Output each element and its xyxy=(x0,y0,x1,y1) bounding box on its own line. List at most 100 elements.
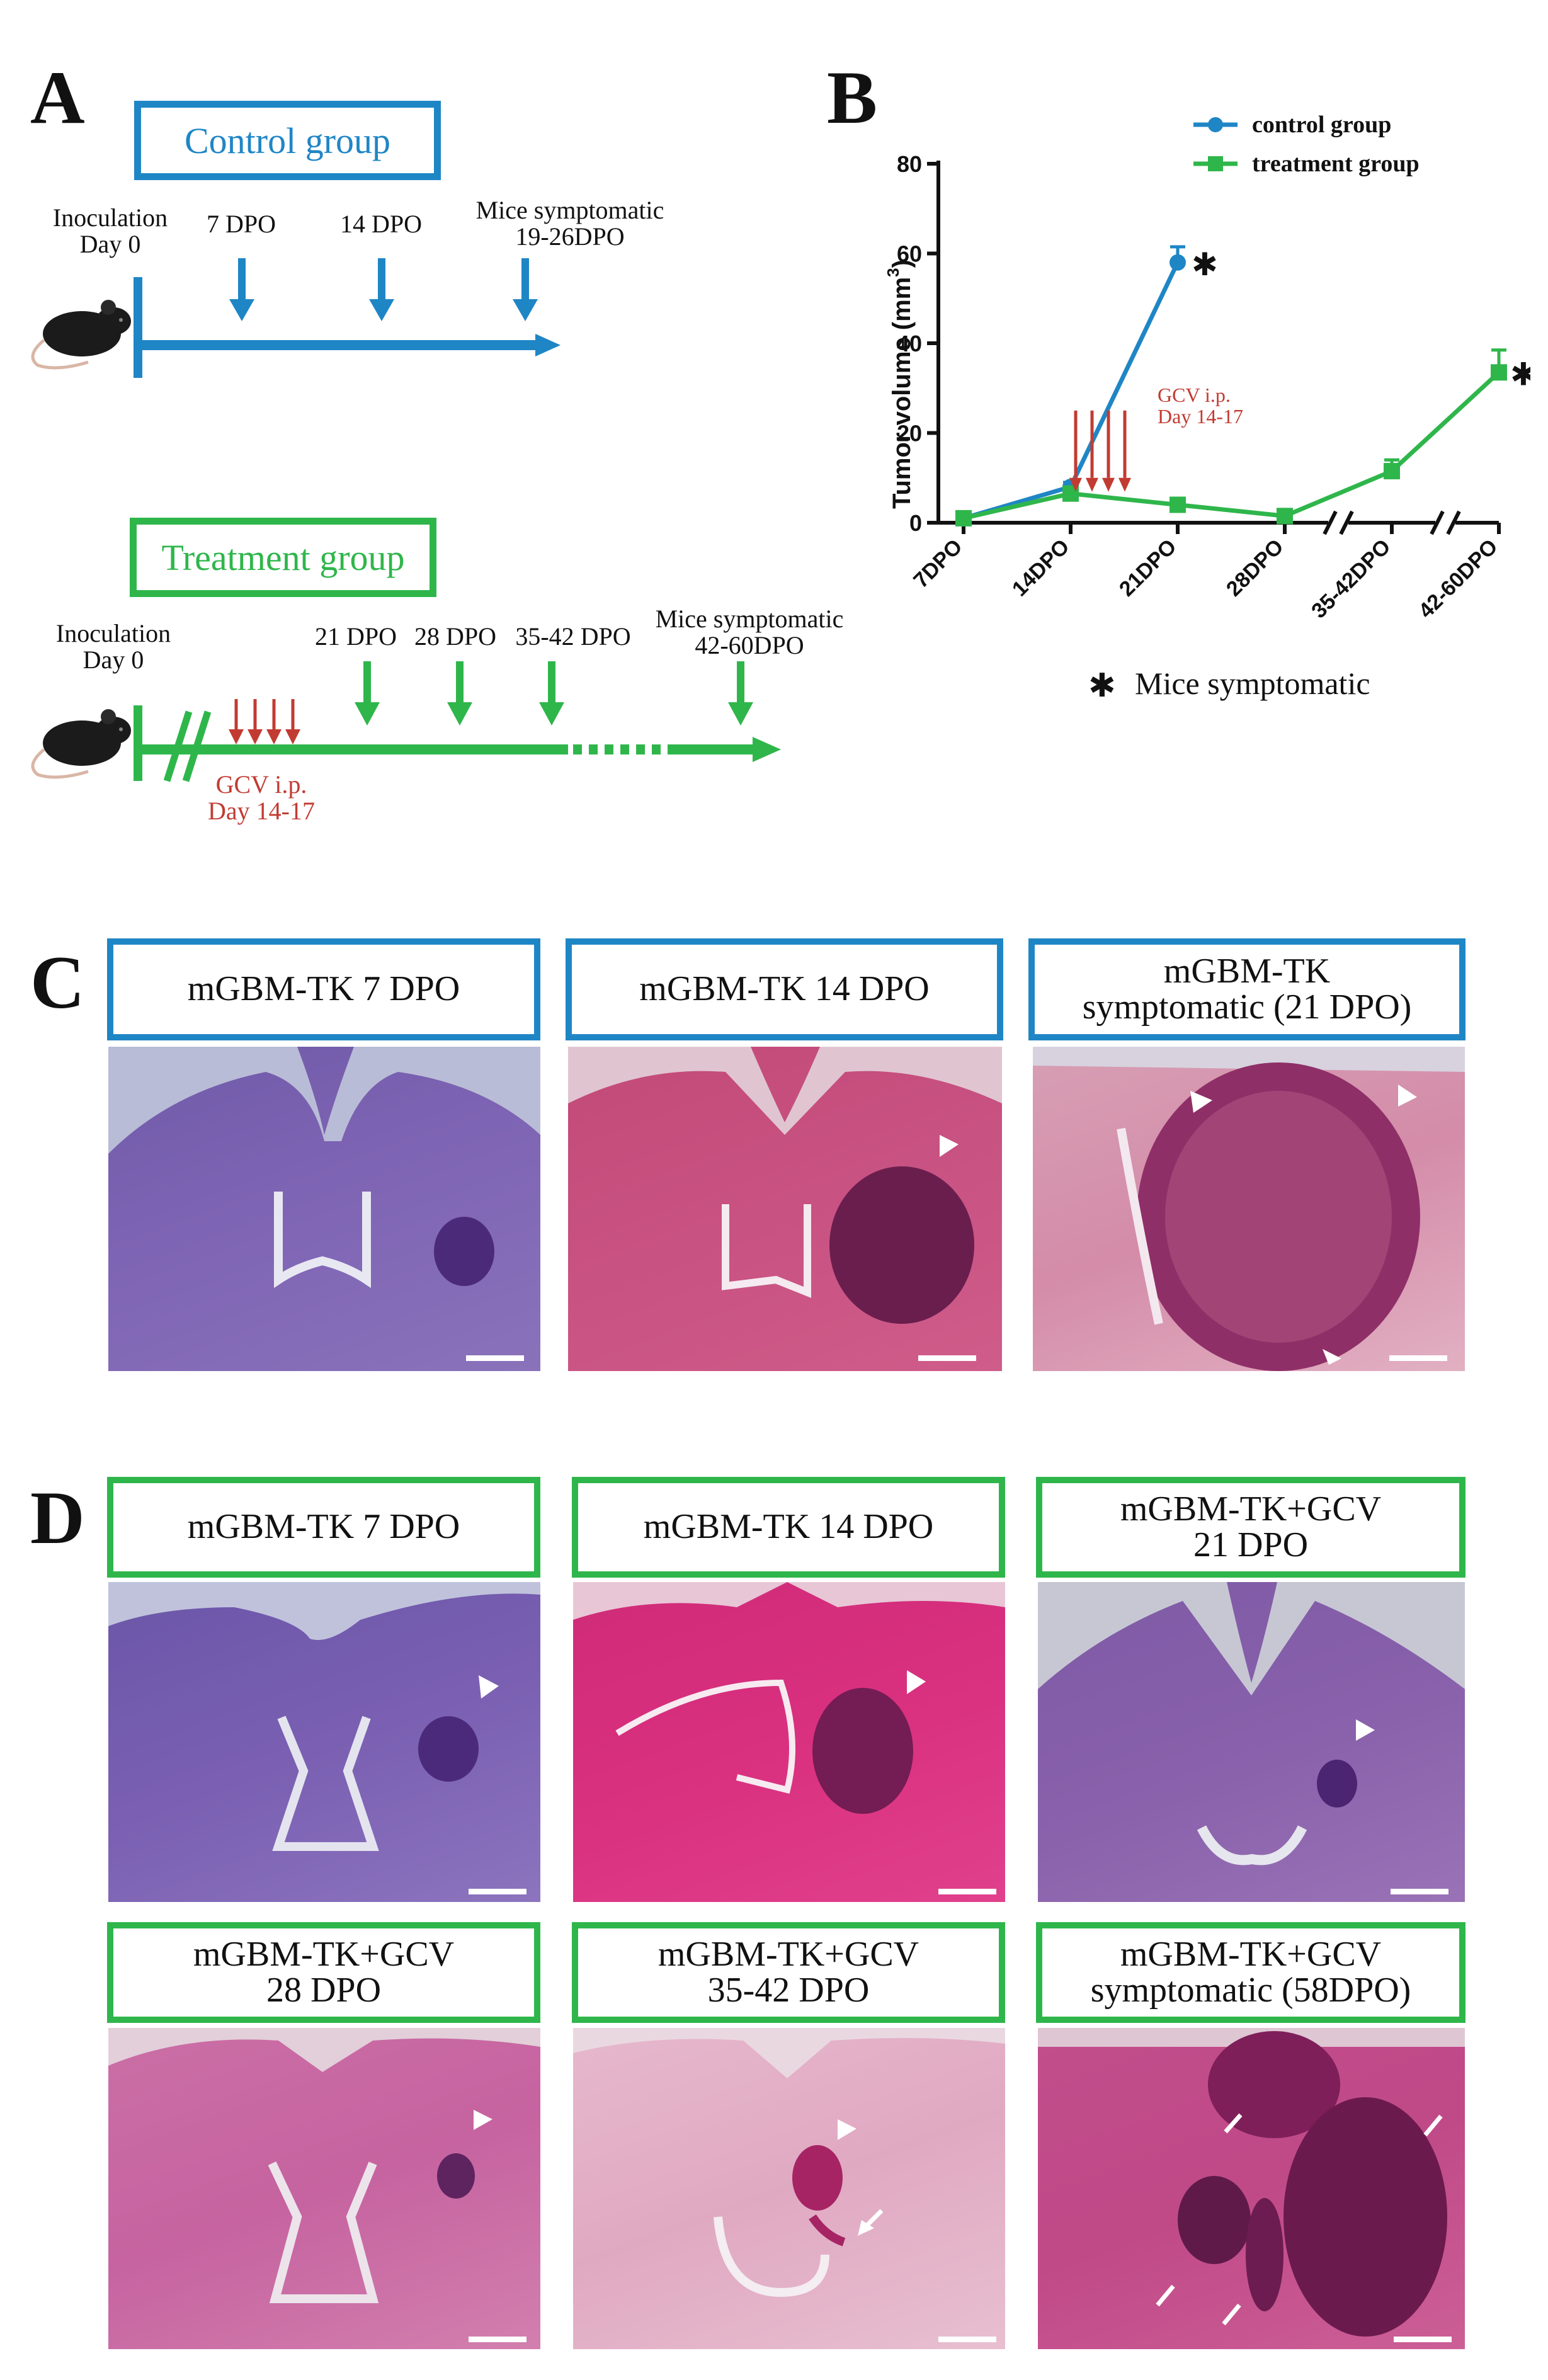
symptom-legend-label: Mice symptomatic xyxy=(1135,666,1370,701)
x-tick-label: 28DPO xyxy=(1222,535,1289,601)
d6-title-line-2: symptomatic (58DPO) xyxy=(1090,1971,1411,2010)
y-tick-label: 40 xyxy=(897,331,922,356)
inoculation-line-2: Day 0 xyxy=(83,646,144,674)
histology-image-d1 xyxy=(108,1582,540,1902)
gcv-arrow-head xyxy=(1069,477,1082,492)
x-tick-label: 21DPO xyxy=(1115,535,1181,601)
gcv-treatment-label: GCV i.p. Day 14-17 xyxy=(189,772,334,824)
arrow-down-icon xyxy=(513,258,538,321)
chart-y-label: Tumor volume (mm3) xyxy=(884,259,916,509)
d4-title-line-2: 28 DPO xyxy=(266,1971,382,2010)
panel-label-c: C xyxy=(30,940,85,1024)
panel-label-a: A xyxy=(30,55,85,139)
c2-title-line: mGBM-TK 14 DPO xyxy=(639,969,930,1009)
mouse-icon xyxy=(31,709,131,779)
symptomatic-line-1: Mice symptomatic xyxy=(655,605,844,633)
mouse-icon xyxy=(31,300,131,370)
control-group-label: Control group xyxy=(134,101,441,180)
data-point xyxy=(1170,254,1186,271)
histology-image-d3 xyxy=(1038,1582,1465,1902)
d2-title-line: mGBM-TK 14 DPO xyxy=(643,1507,934,1547)
d1-title-line: mGBM-TK 7 DPO xyxy=(187,1507,460,1547)
d3-title-line-1: mGBM-TK+GCV xyxy=(1120,1489,1382,1529)
scale-bar xyxy=(466,1355,524,1361)
scale-bar xyxy=(1394,2337,1452,2342)
symptomatic-line-2: 19-26DPO xyxy=(515,222,625,251)
annotation-line-2: Day 14-17 xyxy=(1158,405,1243,428)
axis-break-mark xyxy=(1430,510,1445,535)
treatment-timeline xyxy=(31,661,781,782)
inoculation-line-1: Inoculation xyxy=(52,203,168,232)
d6-title-line-1: mGBM-TK+GCV xyxy=(1120,1934,1382,1974)
star-icon: ✱ xyxy=(1088,667,1116,705)
data-point xyxy=(1170,496,1186,513)
gcv-line-1: GCV i.p. xyxy=(215,770,307,799)
series-line-1 xyxy=(963,370,1501,521)
panel-label-b: B xyxy=(827,55,878,139)
symptom-legend: ✱ Mice symptomatic xyxy=(1088,666,1370,705)
axis-break-mark xyxy=(1446,510,1461,535)
d3-title: mGBM-TK+GCV 21 DPO xyxy=(1036,1477,1465,1578)
histology-image-c2 xyxy=(568,1047,1002,1371)
d3-title-line-2: 21 DPO xyxy=(1193,1525,1309,1564)
treatment-symptomatic-label: Mice symptomatic 42-60DPO xyxy=(642,606,857,659)
x-tick-label: 7DPO xyxy=(909,535,967,593)
control-symptomatic-label: Mice symptomatic 19-26DPO xyxy=(453,197,686,250)
chart-axes xyxy=(936,161,1499,535)
data-point xyxy=(1277,508,1293,525)
histology-image-d2 xyxy=(573,1582,1005,1902)
treatment-21dpo-label: 21 DPO xyxy=(314,622,397,651)
arrow-down-icon xyxy=(355,661,380,726)
gcv-arrow-head xyxy=(1086,477,1098,492)
x-tick-label: 42-60DPO xyxy=(1414,535,1502,623)
treatment-inoculation-label: Inoculation Day 0 xyxy=(47,620,179,673)
treatment-group-label: Treatment group xyxy=(130,518,436,597)
legend-control: control group xyxy=(1252,111,1391,138)
chart-legend: control group treatment group xyxy=(1193,111,1420,177)
scale-bar xyxy=(1389,1355,1447,1361)
x-tick-label: 35-42DPO xyxy=(1307,535,1395,623)
arrow-down-icon xyxy=(728,661,753,726)
y-tick-label: 0 xyxy=(909,510,922,536)
inoculation-line-1: Inoculation xyxy=(55,619,171,647)
histology-image-d4 xyxy=(108,2028,540,2349)
chart-gcv-annotation: GCV i.p. Day 14-17 xyxy=(1158,384,1243,428)
x-tick-label: 14DPO xyxy=(1008,535,1074,601)
c1-title: mGBM-TK 7 DPO xyxy=(107,938,540,1040)
data-point xyxy=(1384,463,1400,480)
scale-bar xyxy=(918,1355,976,1361)
treatment-35-42dpo-label: 35-42 DPO xyxy=(515,622,631,651)
histology-image-d6 xyxy=(1038,2028,1465,2349)
axis-break-mark xyxy=(1339,510,1354,535)
y-tick-label: 20 xyxy=(897,421,922,447)
symptomatic-line-2: 42-60DPO xyxy=(695,631,804,659)
gcv-arrows xyxy=(229,699,300,744)
c3-title-line-1: mGBM-TK xyxy=(1163,951,1331,991)
chart-gcv-arrows xyxy=(1069,410,1131,492)
star-icon: ✱ xyxy=(1192,246,1218,283)
chart-symptom-stars: ✱✱ xyxy=(1192,246,1530,393)
annotation-line-1: GCV i.p. xyxy=(1158,384,1231,406)
gcv-line-2: Day 14-17 xyxy=(208,797,315,825)
symptomatic-line-1: Mice symptomatic xyxy=(475,196,664,224)
d5-title-line-1: mGBM-TK+GCV xyxy=(657,1934,919,1974)
histology-image-d5 xyxy=(573,2028,1005,2349)
d6-title: mGBM-TK+GCV symptomatic (58DPO) xyxy=(1036,1922,1465,2023)
histology-image-c1 xyxy=(108,1047,540,1371)
scale-bar xyxy=(1391,1889,1448,1894)
c3-title: mGBM-TK symptomatic (21 DPO) xyxy=(1028,938,1465,1040)
control-timeline xyxy=(31,258,561,378)
d2-title: mGBM-TK 14 DPO xyxy=(572,1477,1005,1578)
control-inoculation-label: Inoculation Day 0 xyxy=(44,205,176,258)
gcv-arrow-head xyxy=(1118,477,1131,492)
treatment-28dpo-label: 28 DPO xyxy=(414,622,497,651)
d4-title: mGBM-TK+GCV 28 DPO xyxy=(107,1922,540,2023)
control-7dpo-label: 7 DPO xyxy=(206,210,276,238)
legend-treatment: treatment group xyxy=(1252,151,1420,177)
chart-series xyxy=(955,245,1507,527)
data-point xyxy=(955,510,972,527)
gcv-arrow-head xyxy=(1102,477,1115,492)
control-14dpo-label: 14 DPO xyxy=(339,210,423,238)
